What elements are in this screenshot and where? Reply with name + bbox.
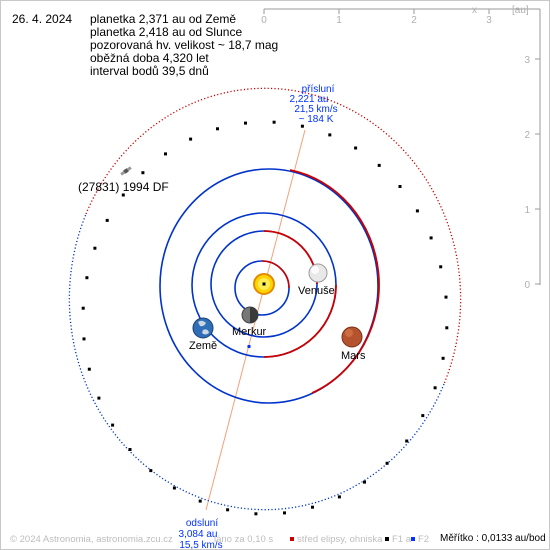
info-distance-sun: planetka 2,418 au od Slunce xyxy=(90,25,243,39)
asteroid-label: (27831) 1994 DF xyxy=(78,180,169,194)
position-point xyxy=(385,461,389,465)
aphelion-title: odsluní xyxy=(186,518,218,529)
position-point xyxy=(283,511,286,515)
asteroid-icon xyxy=(120,166,132,176)
info-period: oběžná doba 4,320 let xyxy=(90,51,209,65)
position-point xyxy=(111,423,115,427)
position-point xyxy=(81,306,85,310)
mercury-orbit-arc xyxy=(261,260,290,289)
y-tick-label: 3 xyxy=(524,55,530,66)
position-point xyxy=(198,499,202,503)
position-point xyxy=(421,414,425,418)
position-point xyxy=(189,137,193,141)
focus-marker xyxy=(262,282,266,286)
legend-center-marker xyxy=(290,537,294,541)
mercury-label: Merkur xyxy=(232,326,267,338)
position-point xyxy=(254,512,258,516)
position-point xyxy=(164,152,167,156)
position-point xyxy=(398,185,402,188)
aphelion-label: odsluní 3,084 au 15,5 km/s xyxy=(179,518,223,550)
scale-text: Měřítko : 0,0133 au/bod xyxy=(440,533,546,544)
x-tick-label: 1 xyxy=(336,15,342,26)
y-tick-label: 2 xyxy=(524,130,530,141)
perihelion-temp: ~ 184 K xyxy=(299,114,334,125)
position-point xyxy=(445,326,449,330)
asteroid-position-points xyxy=(81,120,449,516)
position-point xyxy=(87,367,91,371)
mars-orbit-arc xyxy=(289,169,380,394)
position-point xyxy=(121,193,125,197)
info-distance-earth: planetka 2,371 au od Země xyxy=(90,12,237,26)
position-point xyxy=(415,209,419,213)
position-point xyxy=(244,121,247,125)
position-point xyxy=(363,480,366,484)
position-point xyxy=(226,508,230,512)
position-point xyxy=(433,386,437,390)
x-tick-label: 3 xyxy=(486,15,492,26)
position-point xyxy=(300,124,304,128)
info-magnitude: pozorovaná hv. velikost ~ 18,7 mag xyxy=(90,38,279,52)
position-point xyxy=(85,276,89,280)
position-point xyxy=(444,295,448,299)
copyright-text: © 2024 Astronomia, astronomia.zcu.cz xyxy=(10,534,173,545)
position-point xyxy=(354,146,358,150)
venus-label: Venuše xyxy=(298,285,335,297)
position-point xyxy=(337,495,341,499)
legend-center-text: střed elipsy, ohniska xyxy=(297,534,383,545)
aphelion-distance: 3,084 au xyxy=(179,529,218,540)
position-point xyxy=(377,163,381,167)
position-point xyxy=(97,396,101,400)
position-point xyxy=(93,246,97,250)
scale-ticks: 0 1 2 3 3 2 1 0 x [au] xyxy=(261,5,540,291)
position-point xyxy=(105,218,109,222)
mars-orbit xyxy=(159,168,379,404)
perihelion-title: přísluní xyxy=(302,84,335,95)
asteroid-orbit-red xyxy=(85,87,462,385)
mars-label: Mars xyxy=(341,350,366,362)
legend-f1-marker xyxy=(385,537,389,541)
position-point xyxy=(216,127,219,131)
ellipse-center-marker xyxy=(247,345,251,348)
venus-icon xyxy=(308,263,328,283)
render-time-text: láno za 0,10 s xyxy=(214,534,274,545)
perihelion-speed: 21,5 km/s xyxy=(294,104,337,115)
x-tick-label: 2 xyxy=(411,15,417,26)
legend-f2-marker xyxy=(411,537,415,541)
date-label: 26. 4. 2024 xyxy=(12,12,73,26)
position-point xyxy=(439,265,443,269)
position-point xyxy=(82,337,86,341)
position-point xyxy=(172,486,176,490)
position-point xyxy=(405,439,409,443)
perihelion-distance: 2,221 au xyxy=(290,94,329,105)
position-point xyxy=(311,505,314,509)
asteroid-orbit-blue xyxy=(68,213,445,511)
x-tick-label: 0 xyxy=(261,15,267,26)
mars-icon xyxy=(341,326,363,348)
position-point xyxy=(128,448,132,451)
position-point xyxy=(441,356,445,360)
x-axis-label: x xyxy=(472,5,477,16)
position-point xyxy=(272,120,276,124)
aphelion-speed: 15,5 km/s xyxy=(179,540,222,550)
position-point xyxy=(429,236,433,240)
position-point xyxy=(328,133,332,137)
earth-orbit-arc xyxy=(263,284,337,358)
perihelion-label: přísluní 2,221 au 21,5 km/s ~ 184 K xyxy=(290,84,338,125)
legend-f2-text: F2 xyxy=(418,534,430,545)
legend-f1-text: F1 a xyxy=(392,534,412,545)
unit-label: [au] xyxy=(512,5,529,16)
info-interval: interval bodů 39,5 dnů xyxy=(90,64,209,78)
y-tick-label: 0 xyxy=(524,280,530,291)
earth-label: Země xyxy=(189,340,217,352)
y-tick-label: 1 xyxy=(524,205,530,216)
position-point xyxy=(141,171,145,175)
position-point xyxy=(149,469,153,473)
